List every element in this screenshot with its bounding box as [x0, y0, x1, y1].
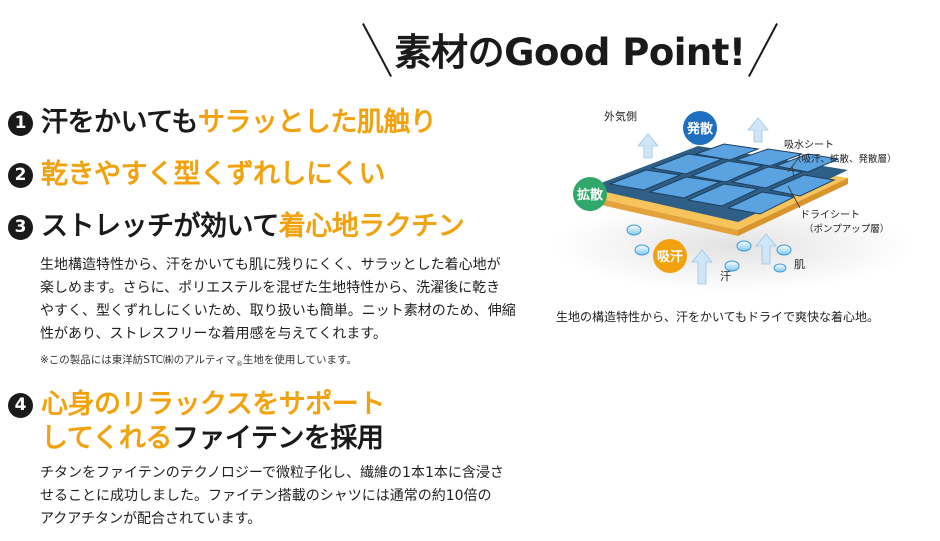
page-title: 素材のGood Point!	[394, 31, 746, 74]
absorb-label: 吸汗	[657, 249, 683, 265]
product-note: ※この製品には東洋紡STC㈱のアルティマ®生地を使用しています。	[40, 352, 357, 368]
diagram-caption: 生地の構造特性から、汗をかいてもドライで爽快な着心地。	[556, 310, 880, 324]
point-3-body: 生地構造特性から、汗をかいても肌に残りにくく、サラッとした着心地が 楽しめます。…	[40, 254, 516, 346]
diffuse-badge	[573, 177, 607, 211]
body-line: 楽しめます。さらに、ポリエステルを混ぜた生地特性から、洗濯後に乾き	[40, 280, 501, 296]
title-banner: 素材のGood Point!	[350, 14, 790, 80]
body-line: チタンをファイテンのテクノロジーで微粒子化し、繊維の1本1本に含浸さ	[40, 465, 504, 481]
layer1-desc: （吸汗、拡散、発散層）	[792, 153, 897, 165]
layer2-desc: （ポンプアップ層）	[804, 223, 889, 235]
outside-label: 外気側	[604, 109, 637, 123]
title-slash-left	[362, 23, 392, 77]
point-1-heading: 1 汗をかいてもサラッとした肌触り	[8, 106, 437, 140]
note-suffix: 生地を使用しています。	[242, 354, 357, 366]
diffuse-label: 拡散	[577, 187, 604, 203]
body-line: アクアチタンが配合されています。	[40, 511, 262, 527]
body-line: やすく、型くずれしにくいため、取り扱いも簡単。ニット素材のため、伸縮	[40, 303, 516, 319]
absorb-sheet-tiles	[608, 143, 840, 215]
body-line: 性があり、ストレスフリーな着用感を与えてくれます。	[40, 326, 387, 342]
point-number-badge: 4	[8, 393, 33, 418]
point-4-plain-line2: ファイテンを採用	[171, 422, 384, 454]
body-line: 生地構造特性から、汗をかいても肌に残りにくく、サラッとした着心地が	[40, 257, 501, 273]
sweat-drops	[626, 224, 792, 273]
skin-area	[553, 200, 913, 292]
point-4-highlight-line1: 心身のリラックスをサポート	[41, 389, 385, 420]
point-3-highlight: 着心地ラクチン	[278, 211, 465, 242]
disperse-label: 発散	[686, 121, 714, 137]
layer1-name: 吸水シート	[784, 139, 834, 151]
point-number-badge: 2	[8, 163, 33, 188]
fabric-structure-diagram: 外気側 発散 拡散 吸汗 汗 肌 吸水シート （吸汗、拡散、発散層） ドライシー…	[553, 109, 913, 292]
point-4-body: チタンをファイテンのテクノロジーで微粒子化し、繊維の1本1本に含浸さ せることに…	[40, 462, 504, 531]
point-4-heading: 4 心身のリラックスをサポート してくれるファイテンを採用	[8, 388, 385, 456]
registered-mark: ®	[235, 360, 243, 369]
point-number-badge: 1	[8, 111, 33, 136]
point-2-highlight: 乾きやすく型くずれしにくい	[41, 159, 385, 190]
sweat-label: 汗	[720, 270, 731, 283]
point-3-plain: ストレッチが効いて	[41, 211, 279, 242]
point-2-heading: 2 乾きやすく型くずれしにくい	[8, 158, 385, 192]
title-slash-right	[748, 23, 778, 77]
body-line: せることに成功しました。ファイテン搭載のシャツには通常の約10倍の	[40, 488, 492, 504]
dry-sheet-edge	[588, 196, 738, 236]
dry-sheet-side	[738, 178, 848, 236]
skin-label: 肌	[794, 258, 805, 271]
point-1-highlight: サラッとした肌触り	[197, 107, 437, 138]
point-1-plain: 汗をかいても	[41, 107, 198, 138]
point-number-badge: 3	[8, 215, 33, 240]
note-text: ※この製品には東洋紡STC㈱のアルティマ	[40, 354, 236, 366]
point-4-highlight-line2: してくれる	[41, 422, 172, 454]
point-3-heading: 3 ストレッチが効いて着心地ラクチン	[8, 210, 465, 244]
disperse-badge	[683, 111, 717, 145]
absorb-badge	[653, 239, 687, 273]
layer2-name: ドライシート	[800, 209, 860, 221]
